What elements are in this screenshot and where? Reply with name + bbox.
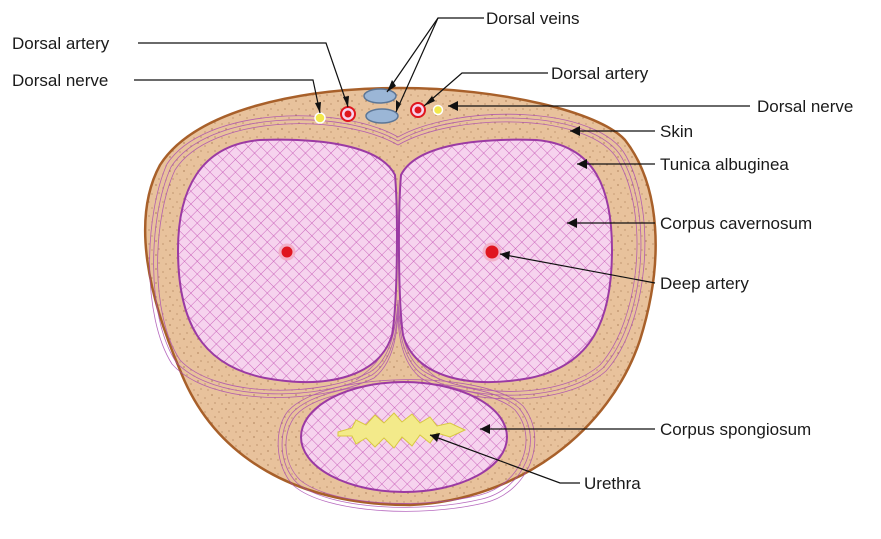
deep-artery-left [280,245,294,259]
dorsal-vein-upper [364,89,396,103]
label-corpus-spongiosum: Corpus spongiosum [660,420,811,439]
dorsal-nerve-left-vessel [315,113,325,123]
label-dorsal-veins: Dorsal veins [486,9,580,28]
corpus-cavernosum-left [178,140,397,382]
dorsal-vein-lower [366,109,398,123]
label-skin: Skin [660,122,693,141]
label-dorsal-nerve-left: Dorsal nerve [12,71,108,90]
label-tunica-albuginea: Tunica albuginea [660,155,789,174]
label-dorsal-nerve-right: Dorsal nerve [757,97,853,116]
corpus-cavernosum-right [399,140,612,382]
label-corpus-cavernosum: Corpus cavernosum [660,214,812,233]
deep-artery-right [484,244,500,260]
label-dorsal-artery-left: Dorsal artery [12,34,110,53]
label-urethra: Urethra [584,474,641,493]
label-deep-artery: Deep artery [660,274,749,293]
label-dorsal-artery-right: Dorsal artery [551,64,649,83]
dorsal-nerve-right-vessel [434,106,443,115]
